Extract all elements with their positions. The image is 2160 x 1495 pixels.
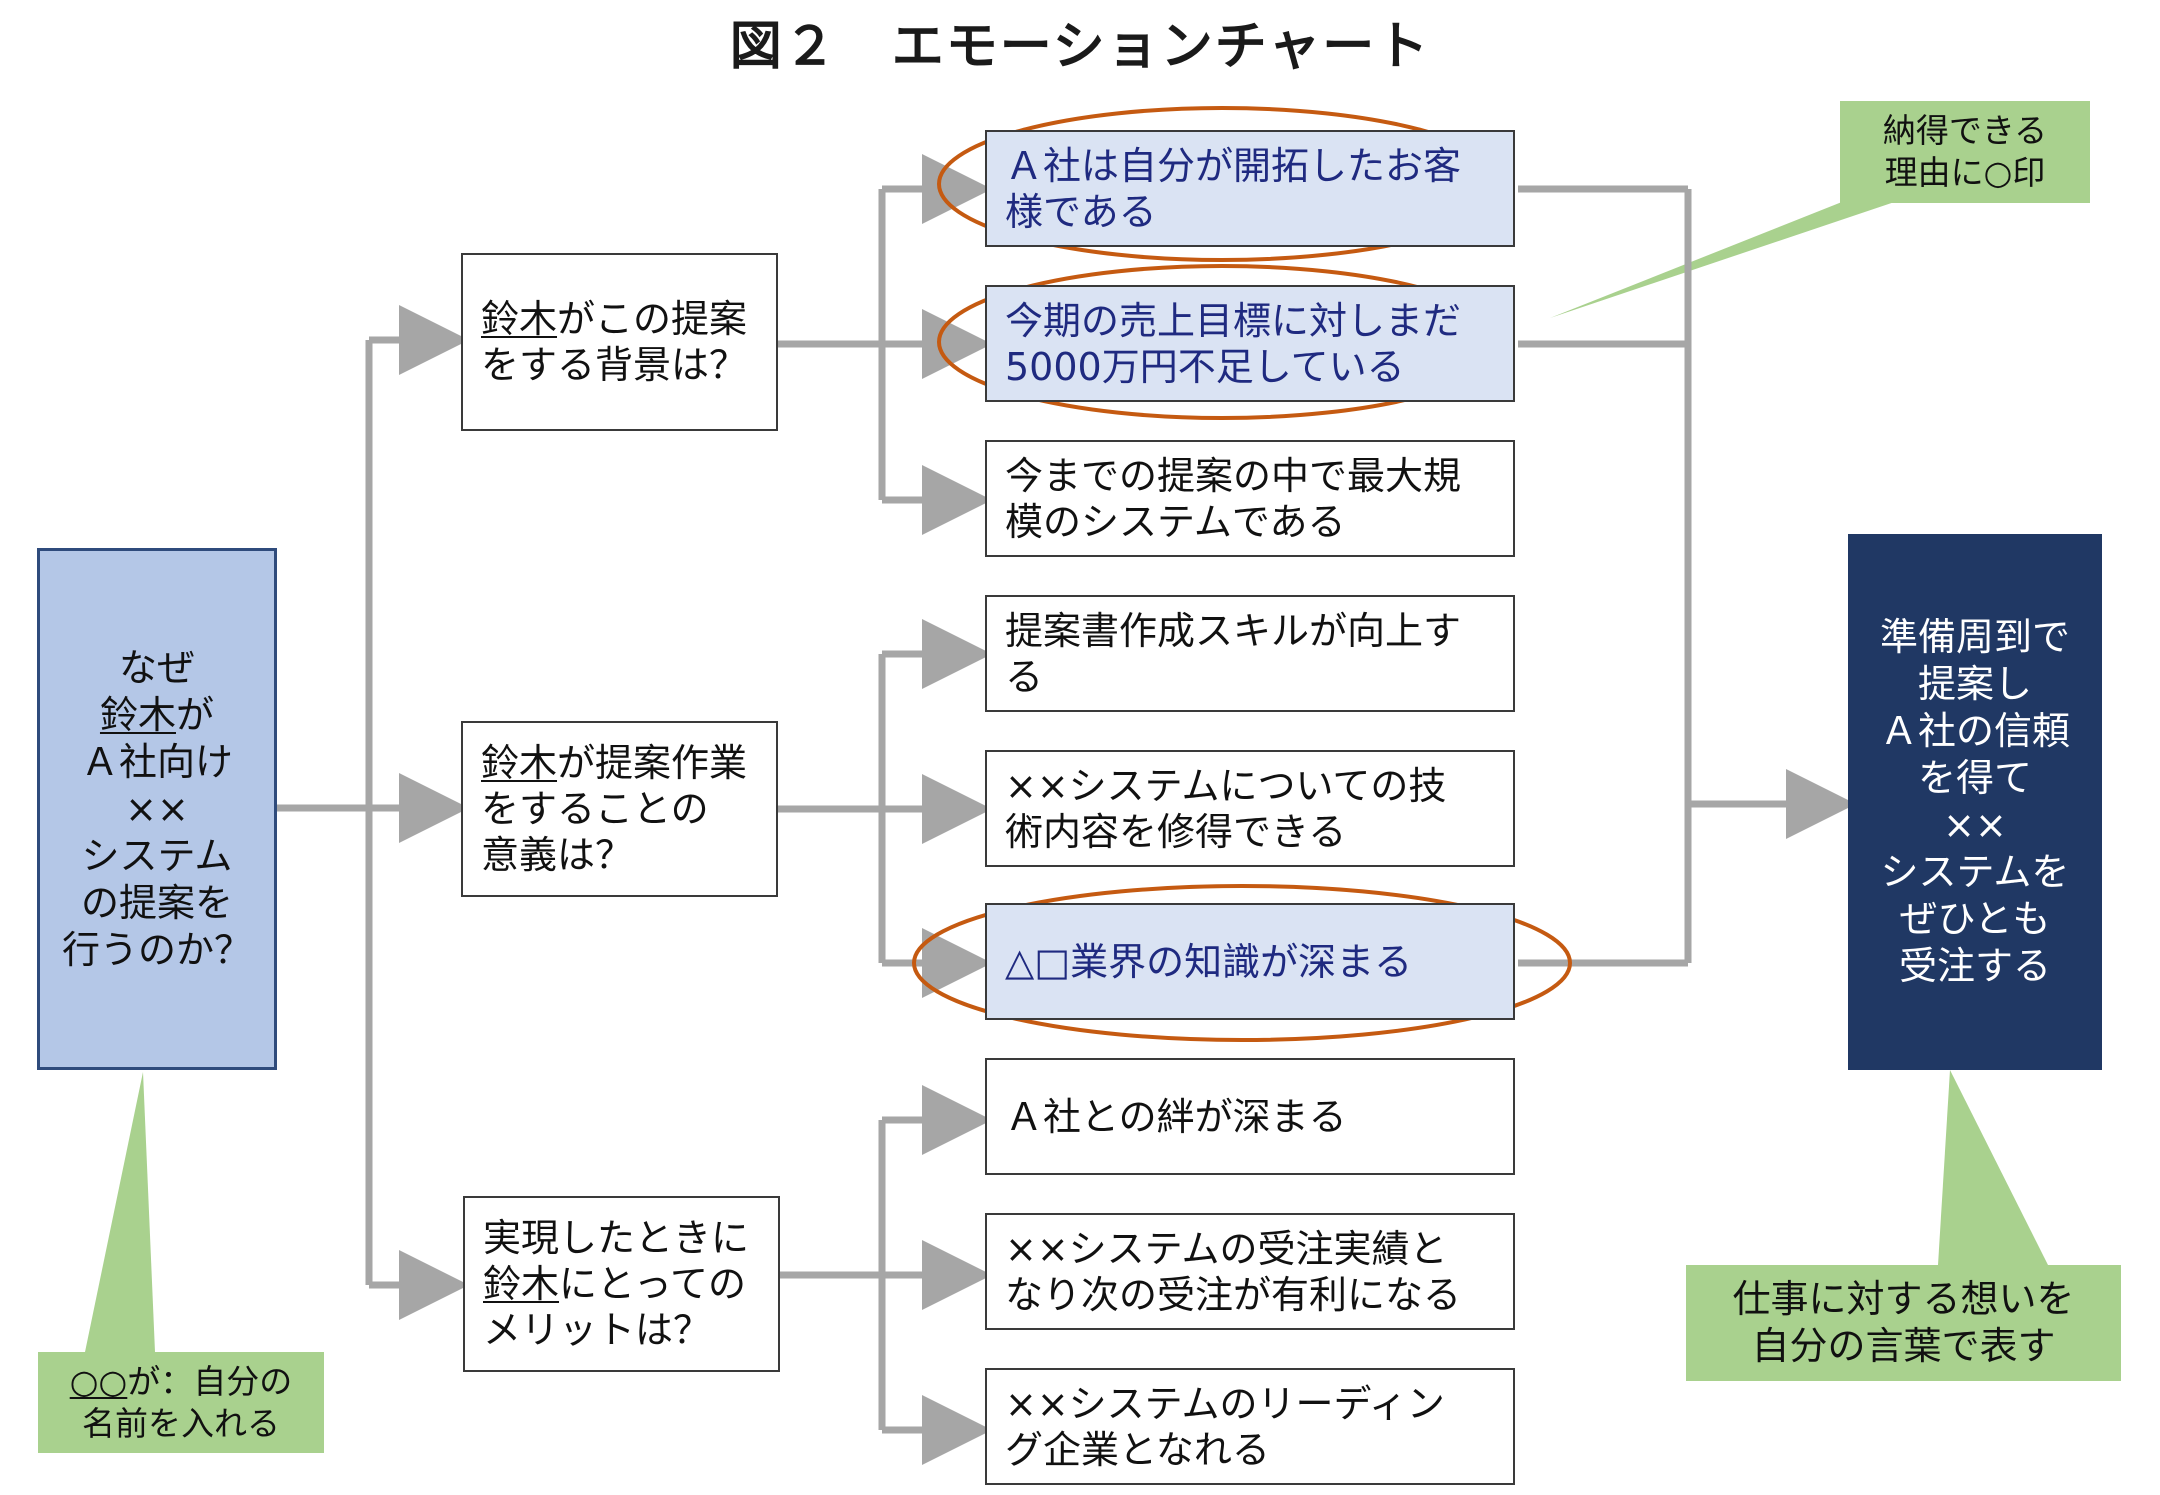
goal-text: 準備周到で 提案し Ａ社の信頼 を得て ×× システムを ぜひとも 受注する xyxy=(1879,615,2070,988)
chart-title: 図２ エモーションチャート xyxy=(729,17,1431,77)
answer-7-text: Ａ社との絆が深まる xyxy=(1005,1094,1347,1139)
circle-mark-answer-6 xyxy=(912,884,1572,1042)
question-box-1: 鈴木がこの提案 をする背景は？ xyxy=(461,253,778,431)
start-line-4: ×× xyxy=(125,786,189,831)
answer-6-text: △□業界の知識が深まる xyxy=(1005,939,1413,984)
answer-box-2: 今期の売上目標に対しまだ 5000万円不足している xyxy=(985,285,1515,402)
answer-2-text: 今期の売上目標に対しまだ 5000万円不足している xyxy=(1005,298,1462,389)
answer-box-8: ××システムの受注実績と なり次の受注が有利になる xyxy=(985,1213,1515,1330)
start-line-2: 鈴木が xyxy=(62,692,252,739)
goal-box: 準備周到で 提案し Ａ社の信頼 を得て ×× システムを ぜひとも 受注する xyxy=(1848,534,2102,1070)
start-line-6: の提案を xyxy=(80,880,233,925)
callout-tail-top-right xyxy=(1550,190,1930,318)
note-name-instruction-text: が：自分の 名前を入れる xyxy=(82,1361,293,1443)
answer-9-text: ××システムのリーディン グ企業となれる xyxy=(1005,1381,1445,1472)
question-1-name: 鈴木 xyxy=(481,297,558,341)
note-placeholder-mark: ○○ xyxy=(69,1361,128,1401)
answer-5-text: ××システムについての技 術内容を修得できる xyxy=(1005,763,1447,854)
question-3-prefix: 実現したときに xyxy=(483,1216,750,1260)
note-name-instruction: ○○が：自分の 名前を入れる xyxy=(38,1352,324,1453)
answer-box-1: Ａ社は自分が開拓したお客 様である xyxy=(985,130,1515,247)
question-box-3: 実現したときに 鈴木にとっての メリットは？ xyxy=(463,1196,780,1372)
question-box-2: 鈴木が提案作業 をすることの 意義は？ xyxy=(461,721,778,897)
question-1-text: がこの提案 をする背景は？ xyxy=(481,297,748,387)
start-name: 鈴木 xyxy=(99,692,176,737)
answer-1-text: Ａ社は自分が開拓したお客 様である xyxy=(1005,143,1462,234)
question-3-name: 鈴木 xyxy=(483,1262,560,1306)
question-3-text: にとっての メリットは？ xyxy=(483,1262,746,1352)
start-line-5: システム xyxy=(81,833,233,878)
answer-box-7: Ａ社との絆が深まる xyxy=(985,1058,1515,1175)
answer-box-9: ××システムのリーディン グ企業となれる xyxy=(985,1368,1515,1485)
start-line-2-suffix: が xyxy=(175,692,214,737)
start-line-3: Ａ社向け xyxy=(80,739,233,784)
note-own-words-text: 仕事に対する想いを 自分の言葉で表す xyxy=(1732,1277,2075,1368)
answer-box-3: 今までの提案の中で最大規 模のシステムである xyxy=(985,440,1515,557)
answer-4-text: 提案書作成スキルが向上す る xyxy=(1005,608,1462,699)
answer-box-4: 提案書作成スキルが向上す る xyxy=(985,595,1515,712)
start-line-7: 行うのか？ xyxy=(61,927,252,972)
note-circle-reason-text: 納得できる 理由に○印 xyxy=(1882,111,2048,192)
question-2-text: が提案作業 をすることの 意義は？ xyxy=(481,741,748,877)
callout-tail-bottom-right xyxy=(1938,1070,2048,1265)
answer-box-5: ××システムについての技 術内容を修得できる xyxy=(985,750,1515,867)
note-own-words: 仕事に対する想いを 自分の言葉で表す xyxy=(1686,1265,2121,1381)
start-line-1: なぜ xyxy=(118,645,195,690)
answer-3-text: 今までの提案の中で最大規 模のシステムである xyxy=(1005,453,1462,544)
answer-box-6: △□業界の知識が深まる xyxy=(985,903,1515,1020)
callout-tail-bottom-left xyxy=(85,1072,155,1352)
start-question-box: なぜ 鈴木が Ａ社向け ×× システム の提案を 行うのか？ xyxy=(37,548,277,1070)
note-circle-reason: 納得できる 理由に○印 xyxy=(1840,101,2090,203)
answer-8-text: ××システムの受注実績と なり次の受注が有利になる xyxy=(1005,1226,1462,1317)
question-2-name: 鈴木 xyxy=(481,741,558,785)
